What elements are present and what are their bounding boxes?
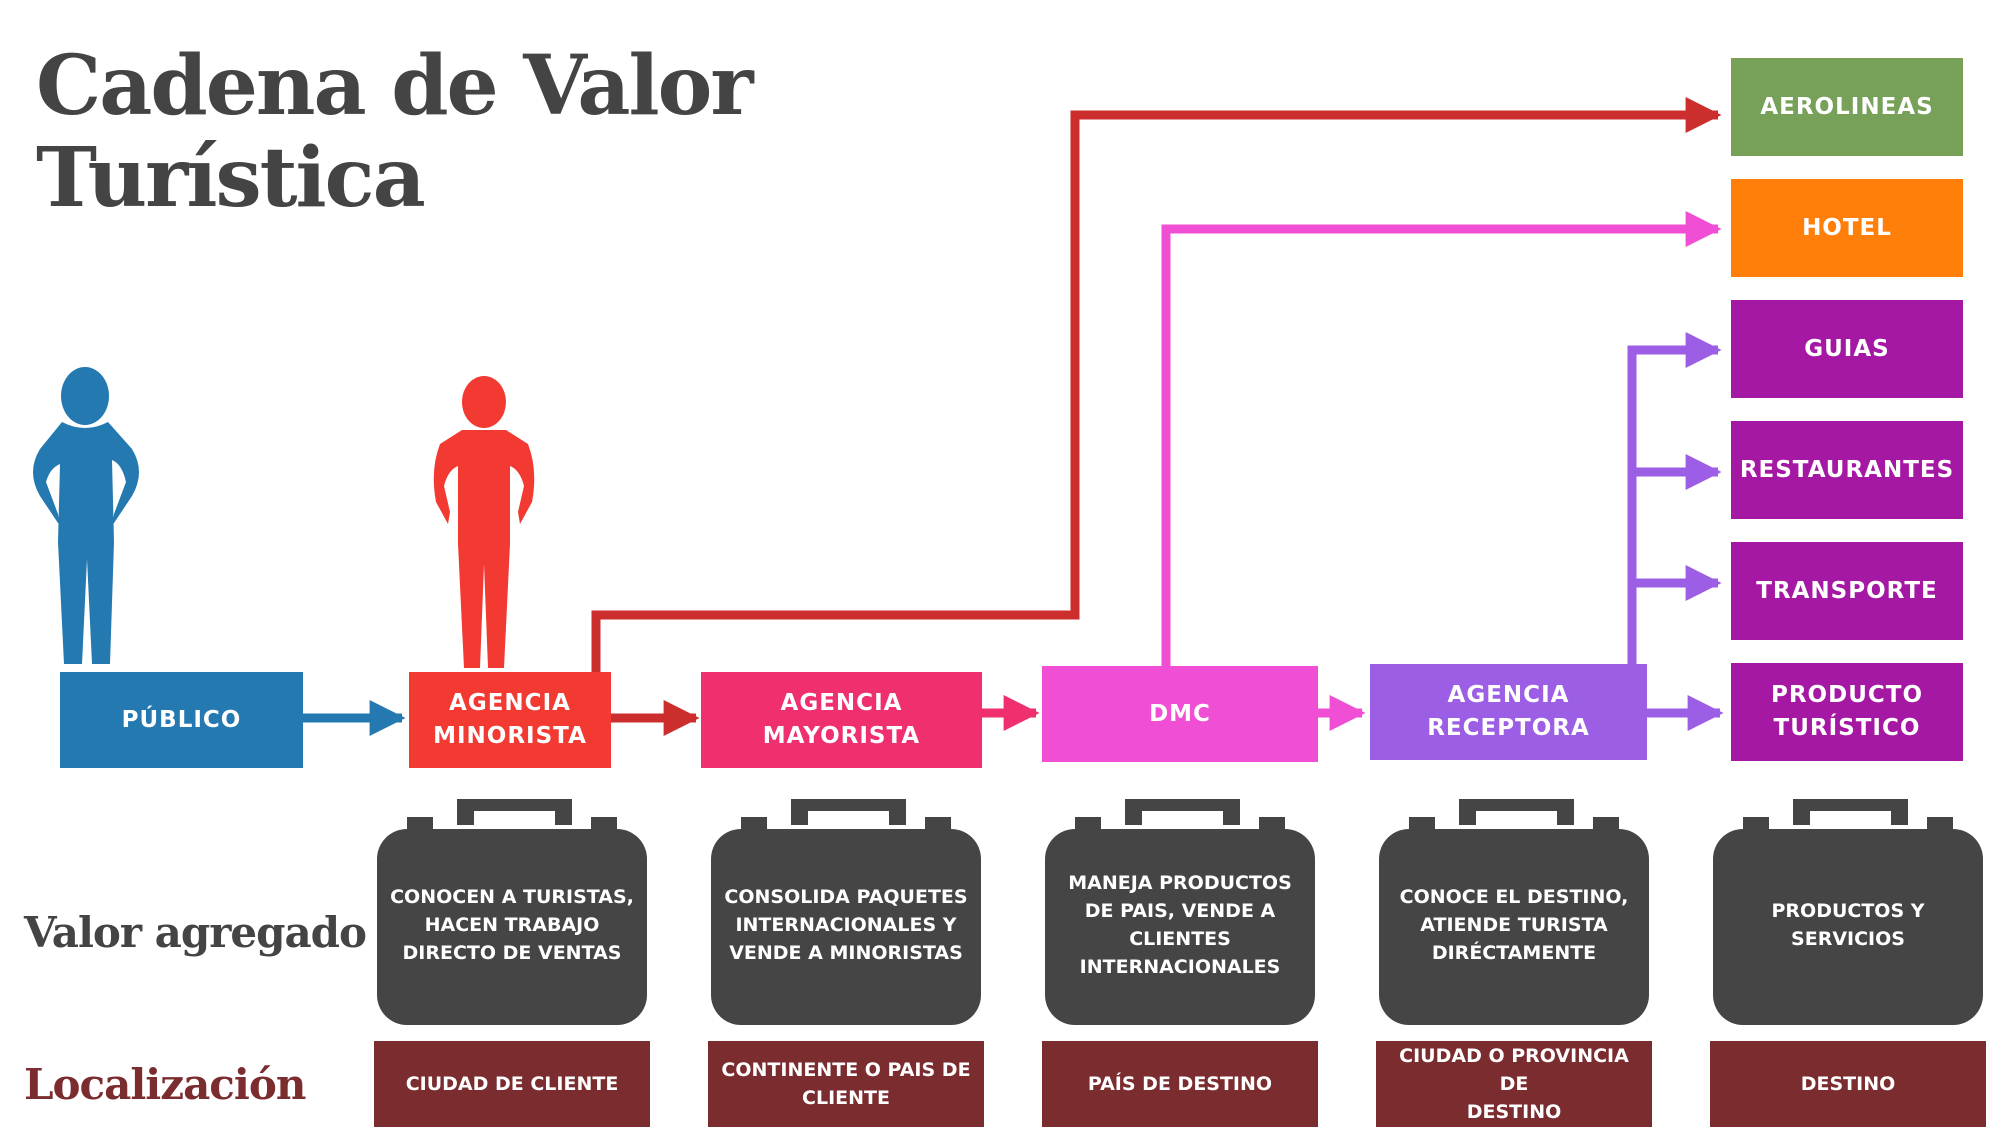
row-label-localizacion: Localización	[24, 1060, 306, 1109]
node-producto-turistico-label: PRODUCTO TURÍSTICO	[1770, 682, 1923, 741]
node-hotel-label: HOTEL	[1802, 214, 1892, 241]
arrow-receptora-riser	[1627, 332, 1722, 664]
briefcase-icon-5	[1713, 799, 1983, 1025]
node-agencia-minorista[interactable]: AGENCIA MINORISTA	[409, 672, 611, 768]
node-publico-label: PÚBLICO	[121, 706, 242, 733]
location-box-1: CIUDAD DE CLIENTE	[374, 1041, 650, 1127]
location-box-4: CIUDAD O PROVINCIA DE DESTINO	[1376, 1041, 1652, 1127]
node-aerolineas-label: AEROLINEAS	[1760, 93, 1934, 120]
node-agencia-minorista-label: AGENCIA MINORISTA	[433, 690, 587, 749]
node-guias[interactable]: GUIAS	[1731, 300, 1963, 398]
value-added-text-3: MANEJA PRODUCTOS DE PAIS, VENDE A CLIENT…	[1068, 872, 1292, 978]
arrow-minorista-to-aerolineas	[591, 97, 1722, 672]
node-hotel[interactable]: HOTEL	[1731, 179, 1963, 277]
node-agencia-mayorista[interactable]: AGENCIA MAYORISTA	[701, 672, 982, 768]
briefcase-icon-3	[1045, 799, 1315, 1025]
page-title: Cadena de Valor Turística	[36, 40, 796, 224]
node-agencia-receptora-label: AGENCIA RECEPTORA	[1427, 682, 1590, 741]
node-restaurantes[interactable]: RESTAURANTES	[1731, 421, 1963, 519]
location-box-3: PAÍS DE DESTINO	[1042, 1041, 1318, 1127]
node-dmc[interactable]: DMC	[1042, 666, 1318, 762]
node-agencia-mayorista-label: AGENCIA MAYORISTA	[762, 690, 921, 749]
value-added-text-1: CONOCEN A TURISTAS, HACEN TRABAJO DIRECT…	[390, 886, 634, 964]
value-added-text-4: CONOCE EL DESTINO, ATIENDE TURISTA DIRÉC…	[1399, 886, 1629, 964]
woman-silhouette-icon	[33, 367, 139, 664]
node-transporte-label: TRANSPORTE	[1756, 577, 1938, 604]
location-box-5: DESTINO	[1710, 1041, 1986, 1127]
node-aerolineas[interactable]: AEROLINEAS	[1731, 58, 1963, 156]
title-line-1: Cadena de Valor	[36, 38, 754, 134]
row-label-valor-agregado: Valor agregado	[24, 908, 367, 957]
node-agencia-receptora[interactable]: AGENCIA RECEPTORA	[1370, 664, 1647, 760]
briefcase-icon-2	[711, 799, 981, 1025]
node-dmc-label: DMC	[1149, 700, 1211, 727]
man-silhouette-icon	[433, 376, 535, 668]
node-producto-turistico[interactable]: PRODUCTO TURÍSTICO	[1731, 663, 1963, 761]
node-transporte[interactable]: TRANSPORTE	[1731, 542, 1963, 640]
title-line-2: Turística	[36, 130, 426, 226]
value-added-text-2: CONSOLIDA PAQUETES INTERNACIONALES Y VEN…	[724, 886, 968, 964]
node-guias-label: GUIAS	[1804, 335, 1890, 362]
briefcase-icon-4	[1379, 799, 1649, 1025]
node-publico[interactable]: PÚBLICO	[60, 672, 303, 768]
location-box-2: CONTINENTE O PAIS DE CLIENTE	[708, 1041, 984, 1127]
briefcase-icon-1	[377, 799, 647, 1025]
arrow-dmc-to-hotel	[1161, 211, 1722, 666]
node-restaurantes-label: RESTAURANTES	[1739, 456, 1955, 483]
value-added-text-5: PRODUCTOS Y SERVICIOS	[1771, 900, 1925, 950]
